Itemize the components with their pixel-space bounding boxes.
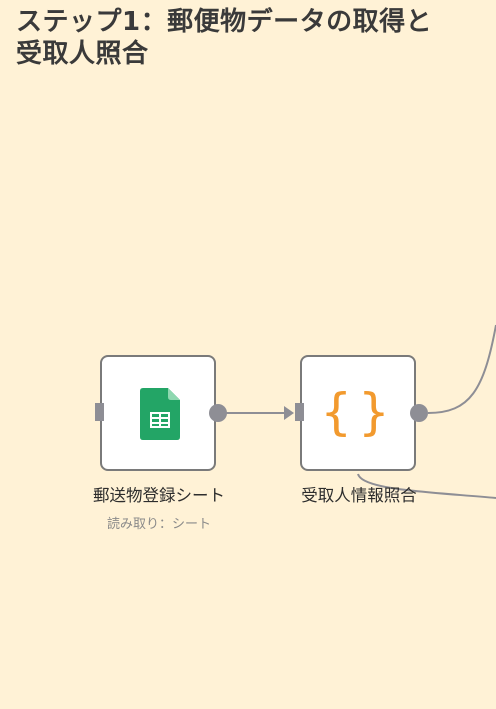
sheet-input-port[interactable] (95, 403, 104, 421)
sticky-title-line-2: 受取人照合 (16, 39, 149, 70)
sticky-title-line-1: ステップ1：郵便物データの取得と (16, 7, 433, 37)
connection-code-to-next-upper[interactable] (427, 324, 496, 414)
node-recipient-matching[interactable]: {} (300, 355, 416, 471)
node-mail-register-sheet[interactable] (100, 355, 216, 471)
connection-arrowhead-icon (284, 406, 294, 420)
sheet-node-sublabel: 読み取り：シート (106, 517, 211, 532)
code-output-port[interactable] (410, 404, 428, 422)
connection-code-to-next-lower[interactable] (357, 473, 496, 499)
sheet-output-port[interactable] (209, 404, 227, 422)
sheet-node-label: 郵送物登録シート (93, 486, 225, 505)
code-input-port[interactable] (295, 403, 304, 421)
code-braces-icon: {} (320, 383, 396, 441)
code-node-label: 受取人情報照合 (301, 486, 417, 505)
sticky-note-title: ステップ1：郵便物データの取得と 受取人照合 (16, 6, 486, 70)
google-sheets-icon (140, 388, 180, 440)
